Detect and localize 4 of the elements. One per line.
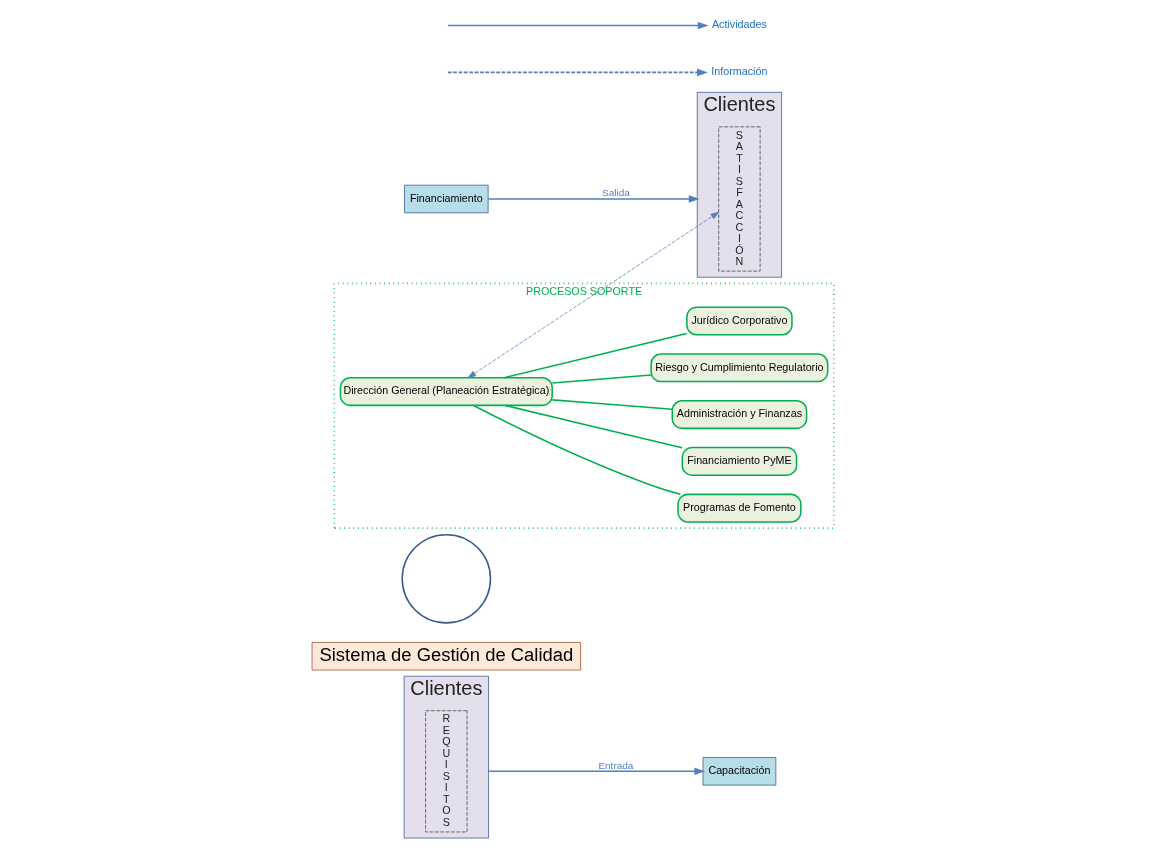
edge-label: Entrada [598, 759, 634, 771]
legend-label: Información [711, 65, 768, 78]
edge-label: Salida [602, 187, 630, 199]
legend-label: Actividades [711, 18, 767, 31]
